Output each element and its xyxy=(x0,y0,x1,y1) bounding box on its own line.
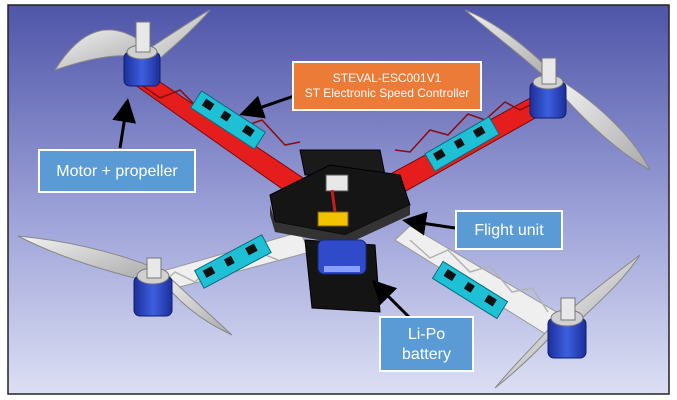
lipo-battery xyxy=(317,239,367,275)
motor-propeller-front-right xyxy=(464,9,652,172)
callout-motor-propeller: Motor + propeller xyxy=(38,149,196,193)
callout-flight-unit: Flight unit xyxy=(455,210,563,250)
flight-unit xyxy=(269,149,411,245)
arrow-flight-unit xyxy=(402,211,456,236)
callout-battery-line2: battery xyxy=(402,346,451,363)
motor-propeller-rear-right xyxy=(494,254,641,389)
esc-board-rear-left xyxy=(193,234,272,289)
callout-esc-line2: ST Electronic Speed Controller xyxy=(304,86,470,100)
esc-board-front-right xyxy=(424,116,500,172)
callout-esc: STEVAL-ESC001V1 ST Electronic Speed Cont… xyxy=(292,61,482,111)
callout-flight-label: Flight unit xyxy=(474,222,544,239)
arrow-motor xyxy=(112,98,137,149)
esc-board-rear-right xyxy=(431,260,509,320)
arrow-esc xyxy=(239,94,295,119)
callout-lipo-battery: Li-Po battery xyxy=(379,316,474,372)
callout-motor-label: Motor + propeller xyxy=(56,163,178,180)
arrow-battery xyxy=(371,279,412,320)
callout-battery-line1: Li-Po xyxy=(407,326,446,343)
motor-propeller-front-left xyxy=(53,9,211,87)
esc-board-front-left xyxy=(189,90,267,150)
motor-propeller-rear-left xyxy=(17,235,233,336)
callout-esc-line1: STEVAL-ESC001V1 xyxy=(332,71,442,85)
